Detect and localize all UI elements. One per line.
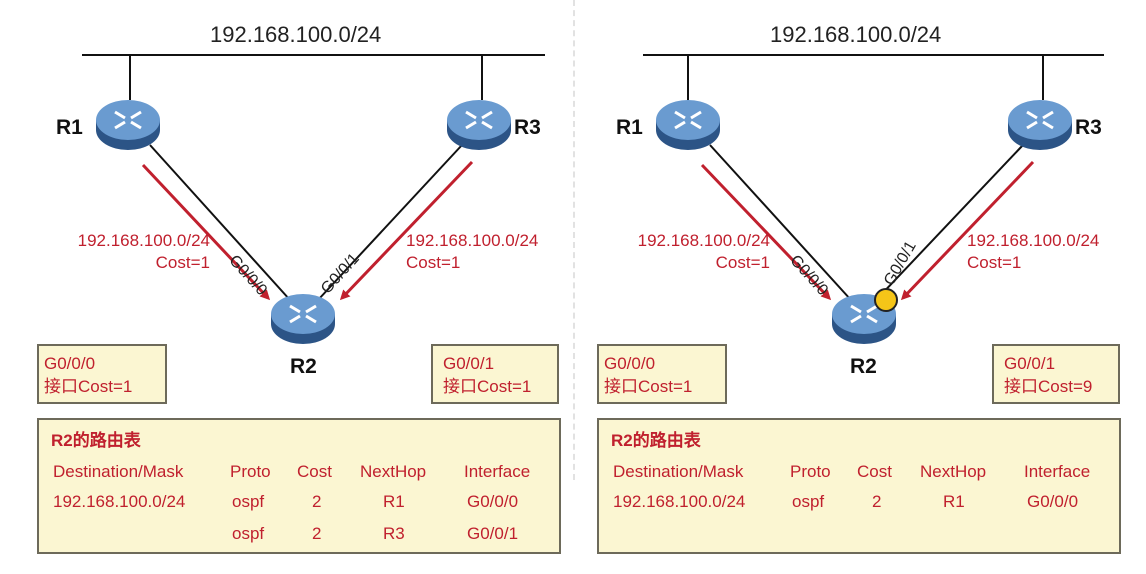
router-r2-label: R2 bbox=[850, 355, 877, 378]
column-header: Proto bbox=[230, 462, 271, 481]
advertised-route-left: 192.168.100.0/24 Cost=1 bbox=[77, 231, 210, 272]
table-cell: 192.168.100.0/24 bbox=[613, 492, 746, 511]
router-icon bbox=[447, 100, 511, 150]
column-header: Interface bbox=[464, 462, 531, 481]
link-r3-r2 bbox=[317, 144, 463, 301]
interface-cost-box-right: G0/0/1 接口Cost=9 bbox=[992, 344, 1120, 404]
right-panel: 192.168.100.0/24 R1 R3 R2 192.168.100.0/… bbox=[573, 0, 1146, 574]
column-header: NextHop bbox=[360, 462, 427, 481]
interface-cost-box-right: G0/0/1 接口Cost=1 bbox=[431, 344, 559, 404]
table-cell: R1 bbox=[943, 492, 965, 511]
router-r3-label: R3 bbox=[1075, 116, 1102, 139]
interface-cost-box-left: G0/0/0 接口Cost=1 bbox=[597, 344, 727, 404]
red-arrow bbox=[700, 163, 832, 301]
network-label: 192.168.100.0/24 bbox=[210, 22, 382, 47]
column-header: Destination/Mask bbox=[53, 462, 184, 481]
table-cell: G0/0/0 bbox=[467, 492, 519, 511]
network-label: 192.168.100.0/24 bbox=[770, 22, 942, 47]
left-panel: 192.168.100.0/24 R1 R3 R2 192.168.100.0/… bbox=[37, 22, 561, 554]
router-r2-label: R2 bbox=[290, 355, 317, 378]
router-r3-label: R3 bbox=[514, 116, 541, 139]
column-header: Cost bbox=[857, 462, 892, 481]
table-cell: R1 bbox=[383, 492, 405, 511]
table-cell: ospf bbox=[792, 492, 825, 511]
yellow-dot bbox=[874, 288, 898, 312]
router-icon bbox=[1008, 100, 1072, 150]
router-icon bbox=[271, 294, 335, 344]
link-r1-r2 bbox=[709, 144, 852, 301]
advertised-route-right: 192.168.100.0/24 Cost=1 bbox=[967, 231, 1100, 272]
red-arrow bbox=[900, 160, 1035, 301]
routing-table-title: R2的路由表 bbox=[51, 431, 141, 450]
red-arrow bbox=[339, 160, 474, 301]
table-cell: G0/0/1 bbox=[467, 524, 519, 543]
routing-table: R2的路由表 Destination/Mask Proto Cost NextH… bbox=[37, 418, 561, 554]
table-cell: G0/0/0 bbox=[1027, 492, 1079, 511]
routing-table-title: R2的路由表 bbox=[611, 431, 701, 450]
column-header: Destination/Mask bbox=[613, 462, 744, 481]
router-r1-label: R1 bbox=[56, 116, 83, 139]
table-cell: R3 bbox=[383, 524, 405, 543]
router-r1-label: R1 bbox=[616, 116, 643, 139]
column-header: Proto bbox=[790, 462, 831, 481]
column-header: NextHop bbox=[920, 462, 987, 481]
interface-cost-box-left: G0/0/0 接口Cost=1 bbox=[37, 344, 167, 404]
link-r3-r2 bbox=[877, 144, 1024, 299]
panel-divider bbox=[573, 0, 575, 480]
table-cell: 192.168.100.0/24 bbox=[53, 492, 186, 511]
table-cell: 2 bbox=[312, 492, 322, 511]
red-arrow bbox=[141, 163, 271, 301]
column-header: Cost bbox=[297, 462, 332, 481]
table-cell: ospf bbox=[232, 524, 265, 543]
routing-table: R2的路由表 Destination/Mask Proto Cost NextH… bbox=[597, 418, 1121, 554]
right-topology-lines bbox=[643, 54, 1104, 301]
advertised-route-left: 192.168.100.0/24 Cost=1 bbox=[637, 231, 770, 272]
table-cell: 2 bbox=[872, 492, 882, 511]
table-cell: ospf bbox=[232, 492, 265, 511]
router-icon bbox=[656, 100, 720, 150]
link-r1-r2 bbox=[149, 144, 291, 301]
column-header: Interface bbox=[1024, 462, 1091, 481]
advertised-route-right: 192.168.100.0/24 Cost=1 bbox=[406, 231, 539, 272]
router-icon bbox=[96, 100, 160, 150]
left-topology-lines bbox=[82, 54, 545, 301]
table-cell: 2 bbox=[312, 524, 322, 543]
